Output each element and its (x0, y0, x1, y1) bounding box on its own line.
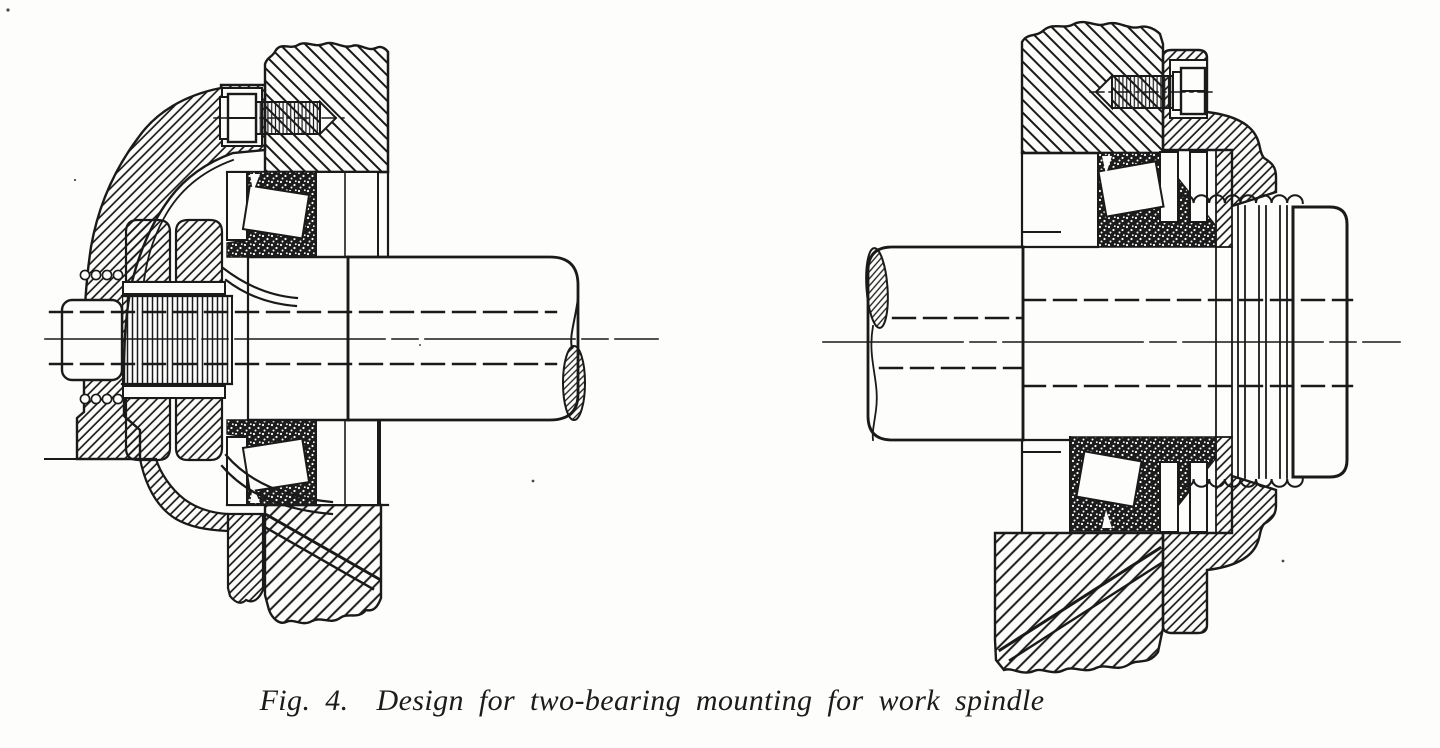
cap-screw-left (213, 87, 349, 147)
cover-lip-ring (1189, 151, 1208, 223)
right-view (822, 20, 1401, 674)
race-spacer (315, 171, 379, 258)
shaft-break-pinch (570, 296, 580, 350)
cover-lip-strip-bottom (1215, 436, 1233, 534)
tapered-bearing-top-right (1097, 151, 1217, 248)
thread-crest-scallops-bottom (1176, 477, 1304, 488)
left-view (44, 41, 659, 625)
housing-lower-section (993, 531, 1165, 674)
race-spacer (315, 419, 379, 506)
housing-rib-line (997, 545, 1163, 653)
threaded-tail (122, 296, 232, 384)
shaft-break-section (865, 247, 889, 329)
seal-ring (1159, 151, 1179, 223)
figure-title: Design for two-bearing mounting for work… (376, 684, 1045, 717)
cage-sliver (1102, 156, 1112, 174)
shaft-body (866, 245, 1025, 442)
axis-lines-left (44, 310, 659, 366)
end-cap-lower-band (138, 457, 230, 533)
housing-lower-section (263, 503, 383, 625)
axis-lines-right (822, 298, 1401, 388)
tapered-bearing-top-left (226, 171, 379, 258)
locknut-bottom-right (174, 396, 224, 462)
housing-rib-line (261, 524, 375, 591)
lock-washer-top (122, 281, 226, 295)
figure-number: Fig. 4. (259, 684, 349, 717)
roller-section (1075, 450, 1143, 508)
figure-caption: Fig. 4. Design for two-bearing mounting f… (0, 684, 1304, 718)
cover-lower-section (1161, 474, 1278, 635)
tapered-bearing-bottom-left (226, 419, 379, 506)
roller-section (241, 437, 311, 493)
housing-rib-line (1008, 560, 1165, 662)
cover-screw-right (1089, 59, 1217, 119)
shaft-break-curve (870, 324, 878, 442)
spindle-tail-assembly (60, 218, 234, 462)
cage-sliver (1102, 510, 1112, 528)
shaft-break-section (562, 345, 586, 421)
housing-rib-line (264, 512, 382, 582)
lock-washer-bottom (122, 385, 226, 399)
end-cap-bottom-flange (226, 512, 265, 604)
cover-lip-ring (1189, 461, 1208, 533)
oil-flinger-discs (220, 266, 334, 516)
thread-crest-scallops-top (1176, 194, 1304, 205)
scan-speckles (6, 8, 1285, 563)
locknut-top-right (174, 218, 224, 284)
work-spindle-shaft-right (865, 231, 1100, 453)
locknut-top-left (124, 218, 172, 284)
housing-upper-section (1020, 20, 1165, 155)
cage-sliver (250, 174, 260, 192)
corrugation-scallops (79, 269, 124, 405)
headstock-wall-right (993, 20, 1165, 674)
spindle-nose-cover (1161, 48, 1278, 635)
seal-ring (1159, 461, 1179, 533)
roller-section (241, 184, 311, 240)
roller-section (1097, 160, 1165, 218)
tapered-bearing-bottom-right (1069, 436, 1217, 533)
locknut-bottom-left (124, 396, 172, 462)
